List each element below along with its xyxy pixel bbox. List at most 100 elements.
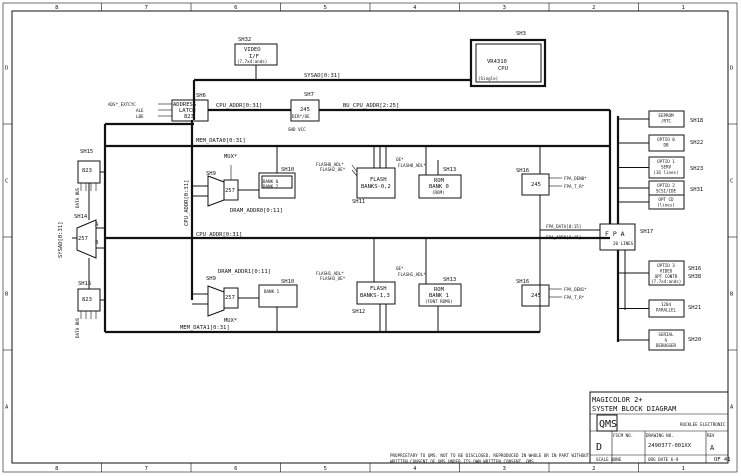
mux-top-257-label: 257 [225, 188, 235, 194]
rom-bottom-sig1: OE* [396, 266, 404, 271]
zone-label-bottom: 2 [592, 466, 595, 472]
transceiver-257-left [76, 219, 97, 259]
title-line2: SYSTEM BLOCK DIAGRAM [592, 405, 676, 413]
cpu-addr-bus-label: CPU_ADDR[0:31] [216, 103, 262, 109]
address-latch-line3: 823 [184, 114, 194, 120]
dram-addr1-label: DRAM_ADDR1[0:11] [218, 269, 271, 275]
latch-823-top-label: 823 [82, 168, 92, 174]
video-if-line3: (7.7x4:ands) [237, 59, 267, 64]
flash-top-sig1: FLASH0_ADL* [316, 162, 344, 167]
rom-bank-top-line3: (ROM) [432, 190, 445, 195]
mux-bottom-sheet-ref: SH9 [206, 276, 216, 282]
flash-bank-bottom [356, 281, 396, 305]
flash-top-sig2: FLASH2_OE* [320, 167, 346, 172]
transceiver-a-label: A [95, 222, 99, 228]
cpu-line3: (Single) [478, 76, 498, 81]
dram-bank0-inner1 [261, 175, 293, 189]
latch-823-bottom-label: 823 [82, 297, 92, 303]
cpu-block-outer [469, 38, 547, 88]
rom-bank-top-line1: ROM [434, 178, 445, 184]
rom-bank-top [418, 174, 462, 199]
latch-signal-2: ALE [136, 108, 144, 113]
peripheral-label: (16 lines) [653, 170, 678, 175]
mux-bottom-257-label: 257 [225, 295, 235, 301]
rom-top-sig2: FLASH0_ADL* [398, 163, 426, 168]
rom-bank-top-line2: BANK 0 [429, 184, 449, 190]
zone-label-top: 2 [592, 5, 595, 11]
buffer-245-right-bottom-sheet-ref: SH16 [516, 279, 529, 285]
buffer-245-top-line2: DIR*/OE [292, 114, 310, 119]
peripheral-label: SERIAL [658, 332, 674, 337]
buffer-245-right-top [521, 173, 550, 196]
title-sheet-no: OF 41 [714, 457, 731, 463]
flash-bank-top [356, 167, 396, 199]
zone-label-right: C [730, 179, 733, 185]
fpga-in-sig2: FPA_ADDR[0:15] [546, 235, 581, 240]
video-if-line1: VIDEO [244, 47, 261, 53]
buffer-rbottom-sig1: FPA_DEN1* [564, 287, 587, 292]
rom-bank-top-sheet-ref: SH13 [443, 167, 456, 173]
peripheral-label: SCSI/IDE [656, 189, 677, 194]
zone-label-top: 5 [324, 5, 327, 11]
zone-label-left: A [5, 405, 9, 411]
zone-label-bottom: 1 [682, 466, 685, 472]
zone-label-left: B [5, 292, 9, 298]
fpga-line1: F P A [605, 230, 625, 238]
fpga-sheet-ref: SH17 [640, 229, 653, 235]
flash-bank-top-line1: FLASH [370, 177, 387, 183]
latch-top-pins [80, 183, 97, 191]
fpga-line2: 20 LINES [613, 241, 634, 246]
peripheral-label: DEBUGGER [656, 343, 677, 348]
zone-label-top: 7 [145, 5, 148, 11]
transceiver-257-left-label: 257 [78, 236, 88, 242]
rom-bank-bottom-line3: (FONT ROMS) [425, 299, 453, 304]
flash-bank-top-line2: BANKS-0,2 [361, 184, 391, 190]
peripheral-label: DB [663, 143, 669, 148]
zone-label-top: 8 [55, 5, 58, 11]
buffer-rbottom-sig2: FPA_T_R* [564, 295, 585, 300]
peripheral-sheet-ref: SH16 [688, 266, 701, 272]
mux-top-sheet-ref: SH9 [206, 171, 216, 177]
peripheral-label: SERV [661, 165, 672, 170]
peripheral-label: 1284 [661, 302, 672, 307]
zone-label-top: 4 [413, 5, 417, 11]
zone-label-left: D [5, 66, 8, 72]
buffer-rtop-sig1: FPA_DEN0* [564, 176, 587, 181]
zone-label-top: 3 [503, 5, 506, 11]
dram-bank0-line1: BANK 0 [263, 179, 279, 184]
zone-label-right: B [730, 292, 734, 298]
peripheral-sheet-ref: SH23 [690, 166, 703, 172]
rom-bank-bottom-line1: ROM [434, 287, 445, 293]
title-fscm-hdr: FSCM NO. [613, 433, 633, 438]
flash-bank-top-sheet-ref: SH11 [352, 199, 365, 205]
peripheral-label: & [665, 338, 668, 343]
video-if-sheet-ref: SH32 [238, 37, 251, 43]
mux-bottom-shape [207, 285, 225, 317]
title-project: ROCKLEE ELECTRONIC [680, 422, 726, 427]
zone-label-right: D [730, 66, 733, 72]
address-latch-line1: ADDRESS [173, 102, 196, 108]
peripheral-label: OPT CD [658, 197, 674, 202]
title-sheet: ORG DATE 6-9 [648, 457, 679, 462]
title-size: D [596, 442, 602, 453]
peripheral-label: OPTIO 0 [657, 137, 675, 142]
dram-addr0-label: DRAM_ADDR0[0:11] [230, 208, 283, 214]
flash-bank-bottom-line2: BANKS-1,3 [360, 293, 390, 299]
zone-label-bottom: 6 [234, 466, 237, 472]
peripheral-label: (7.7x4:ands) [651, 279, 681, 284]
zone-label-bottom: 8 [55, 466, 58, 472]
flash-bottom-sig1: FLASH1_ADL* [316, 271, 344, 276]
zone-label-left: C [5, 179, 8, 185]
latch-signal-3: LBE [136, 114, 144, 119]
peripheral-sheet-ref: SH31 [690, 187, 703, 193]
mux-top-shape [207, 175, 225, 207]
rom-bottom-sig2: FLASH1_ADL* [398, 272, 426, 277]
peripheral-sheet-ref: SH21 [688, 305, 701, 311]
proprietary-note-1: PROPRIETARY TO QMS. NOT TO BE DISCLOSED,… [390, 453, 590, 458]
rom-bank-bottom-line2: BANK 1 [429, 293, 449, 299]
cpu-addr-vertical-label: CPU_ADDR[0:31] [184, 180, 190, 226]
peripheral-label: EEPROM [658, 113, 674, 118]
zone-label-bottom: 4 [413, 466, 417, 472]
peripheral-label: OPTIO 1 [657, 159, 675, 164]
